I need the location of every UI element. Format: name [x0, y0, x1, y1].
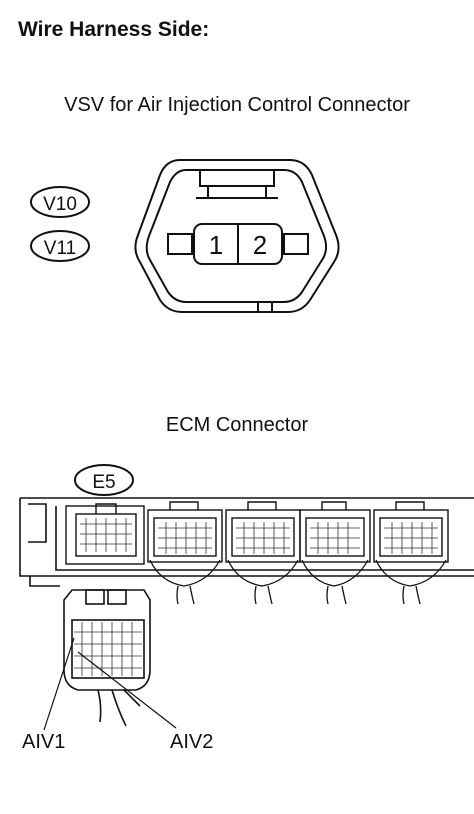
ecm-housing [19, 497, 474, 587]
vsv-label-v11: V11 [30, 230, 90, 262]
vsv-pin-2: 2 [253, 230, 267, 260]
pin-callouts [43, 637, 177, 731]
vsv-pin-1: 1 [209, 230, 223, 260]
section-heading: Wire Harness Side: [18, 18, 210, 41]
ecm-connector-blocks [65, 501, 449, 565]
ecm-connector-title: ECM Connector [165, 414, 309, 436]
ecm-label-e5: E5 [74, 464, 134, 496]
ecm-pin-grids [80, 518, 438, 554]
svg-text:E5: E5 [92, 472, 115, 493]
pin-label-aiv2: AIV2 [170, 731, 213, 753]
ecm-wire-bundles [149, 559, 447, 605]
e5-plug [63, 589, 151, 727]
vsv-label-v10: V10 [30, 186, 90, 218]
vsv-connector [134, 159, 340, 313]
svg-text:V11: V11 [44, 238, 76, 259]
pin-label-aiv1: AIV1 [22, 731, 65, 753]
e5-plug-pin-grid [74, 622, 142, 676]
vsv-connector-title: VSV for Air Injection Control Connector [64, 94, 410, 116]
svg-text:V10: V10 [43, 194, 77, 215]
